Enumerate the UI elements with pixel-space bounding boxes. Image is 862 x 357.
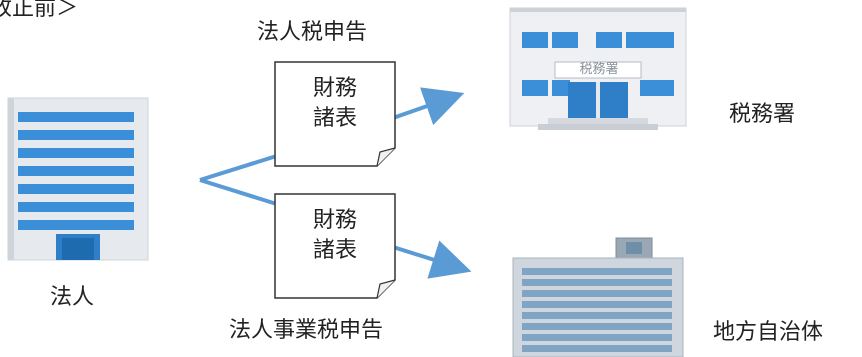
arrow-to-tax-office xyxy=(392,87,465,126)
corporation-building-icon xyxy=(7,97,149,261)
arrows xyxy=(392,87,472,279)
corp-tax-filing-label: 法人税申告 xyxy=(257,20,368,45)
document-1-shape xyxy=(274,61,396,167)
document-1-line1: 財務 xyxy=(312,76,357,101)
local-government-label: 地方自治体 xyxy=(713,320,824,345)
document-2-line2: 諸表 xyxy=(312,237,357,263)
local-government-building-icon xyxy=(512,237,684,357)
tax-office-building-icon xyxy=(509,7,687,130)
tax-office-label: 税務署 xyxy=(729,102,796,127)
tax-office-sign-text: 税務署 xyxy=(579,62,619,77)
document-2-shape xyxy=(274,193,396,299)
corporation-label: 法人 xyxy=(50,285,95,310)
document-1: 財務 諸表 xyxy=(275,74,395,133)
corp-business-tax-filing-label: 法人事業税申告 xyxy=(229,318,384,343)
document-2: 財務 諸表 xyxy=(275,206,395,265)
connector-lines xyxy=(199,152,284,208)
document-1-line2: 諸表 xyxy=(312,105,357,131)
header-label: 改正前＞ xyxy=(0,0,79,21)
arrow-to-local-government xyxy=(392,240,472,279)
document-2-line1: 財務 xyxy=(312,208,357,233)
